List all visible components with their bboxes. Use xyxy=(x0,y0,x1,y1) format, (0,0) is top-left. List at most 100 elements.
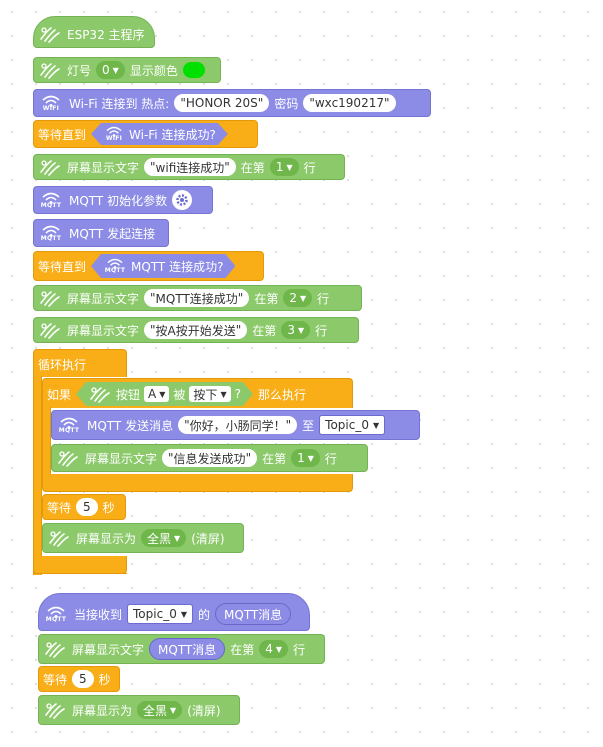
topic-value: Topic_0 xyxy=(325,418,369,432)
loop-left-arm xyxy=(33,376,42,575)
mqtt-message-input[interactable]: " 你好，小肠同学！ " xyxy=(178,416,298,434)
wait-seconds-input[interactable]: 5 xyxy=(72,670,94,688)
row-dropdown[interactable]: 4▼ xyxy=(259,640,289,658)
screen-text-block[interactable]: 屏幕显示文字 MQTT消息 在第 4▼ 行 xyxy=(38,634,325,664)
to-label: 至 xyxy=(302,418,315,433)
mqtt-icon: MQTT xyxy=(38,221,64,245)
wait-label: 等待 xyxy=(43,672,68,687)
screen-text-block[interactable]: 屏幕显示文字 " 信息发送成功 " 在第 1▼ 行 xyxy=(51,444,368,472)
screen-text-label: 屏幕显示文字 xyxy=(72,642,145,657)
mqtt-message-variable[interactable]: MQTT消息 xyxy=(215,603,292,625)
screen-color-dropdown[interactable]: 全黑▼ xyxy=(141,529,187,547)
screen-clear-block[interactable]: 屏幕显示为 全黑▼ (清屏) xyxy=(42,523,244,553)
mqtt-send-block[interactable]: MQTT MQTT 发送消息 " 你好，小肠同学！ " 至 Topic_0 ▼ xyxy=(51,410,420,440)
mqtt-icon-label: MQTT xyxy=(58,426,80,434)
button-pressed-condition[interactable]: 按钮 A▼ 被 按下▼ ? xyxy=(76,382,253,406)
screen-color-dropdown[interactable]: 全黑▼ xyxy=(137,701,183,719)
hand-icon xyxy=(38,288,62,308)
wifi-password-label: 密码 xyxy=(274,96,299,111)
wait-seconds-block[interactable]: 等待 5 秒 xyxy=(38,666,120,692)
question-mark-label: ? xyxy=(234,387,241,401)
screen-text-input[interactable]: " 按A按开始发送 " xyxy=(144,321,248,339)
mqtt-icon-label: MQTT xyxy=(40,234,62,242)
wait-until-wifi-block[interactable]: 等待直到 WIFI Wi-Fi 连接成功? xyxy=(33,120,258,148)
led-color-swatch[interactable] xyxy=(182,62,205,78)
screen-text-block[interactable]: 屏幕显示文字 " wifi连接成功 " 在第 1▼ 行 xyxy=(33,154,345,180)
hand-icon xyxy=(38,60,62,80)
wait-seconds-input[interactable]: 5 xyxy=(76,498,98,516)
mqtt-message-variable-label: MQTT消息 xyxy=(158,642,217,657)
screen-clear-block[interactable]: 屏幕显示为 全黑▼ (清屏) xyxy=(38,695,240,725)
wifi-connect-block[interactable]: WIFI Wi-Fi 连接到 热点: " HONOR 20S " 密码 " wx… xyxy=(33,89,431,117)
action-dropdown[interactable]: 按下▼ xyxy=(189,386,230,402)
receive-label: 当接收到 xyxy=(74,607,123,622)
mqtt-send-label: MQTT 发送消息 xyxy=(87,418,174,433)
led-label: 灯号 xyxy=(67,63,92,78)
wifi-connected-condition[interactable]: WIFI Wi-Fi 连接成功? xyxy=(91,123,228,145)
chevron-down-icon: ▼ xyxy=(373,420,380,430)
row-prefix-label: 在第 xyxy=(252,323,277,338)
chevron-down-icon: ▼ xyxy=(174,533,181,543)
mqtt-receive-hat-block[interactable]: MQTT 当接收到 Topic_0▼ 的 MQTT消息 xyxy=(38,593,310,631)
mqtt-message-variable[interactable]: MQTT消息 xyxy=(149,638,226,660)
mqtt-icon: MQTT xyxy=(103,254,127,278)
led-color-block[interactable]: 灯号 0▼ 显示颜色 xyxy=(33,57,221,83)
mqtt-icon: MQTT xyxy=(38,188,64,212)
wait-seconds-value: 5 xyxy=(83,500,91,514)
screen-color-value: 全黑 xyxy=(143,703,168,718)
chevron-down-icon: ▼ xyxy=(275,644,283,654)
main-program-hat-block[interactable]: ESP32 主程序 xyxy=(33,16,155,48)
screen-text-value: MQTT连接成功 xyxy=(155,291,238,306)
button-value: A xyxy=(148,387,157,401)
clear-suffix-label: (清屏) xyxy=(187,703,221,718)
wait-until-mqtt-block[interactable]: 等待直到 MQTT MQTT 连接成功? xyxy=(33,251,264,281)
mqtt-icon-label: MQTT xyxy=(40,201,62,209)
receive-topic-dropdown[interactable]: Topic_0▼ xyxy=(127,604,193,624)
row-prefix-label: 在第 xyxy=(230,642,255,657)
if-label: 如果 xyxy=(47,387,72,402)
button-dropdown[interactable]: A▼ xyxy=(144,386,169,402)
loop-block[interactable]: 循环执行 xyxy=(33,349,127,377)
topic-dropdown[interactable]: Topic_0 ▼ xyxy=(319,415,386,435)
wifi-password-input[interactable]: " wxc190217 " xyxy=(303,94,396,112)
row-dropdown[interactable]: 3▼ xyxy=(281,321,311,339)
screen-text-block[interactable]: 屏幕显示文字 " 按A按开始发送 " 在第 3▼ 行 xyxy=(33,317,359,343)
show-color-label: 显示颜色 xyxy=(129,63,178,78)
row-value: 3 xyxy=(287,323,295,337)
chevron-down-icon: ▼ xyxy=(286,162,293,172)
mqtt-connect-block[interactable]: MQTT MQTT 发起连接 xyxy=(33,219,169,247)
mqtt-init-block[interactable]: MQTT MQTT 初始化参数 xyxy=(33,186,213,214)
row-dropdown[interactable]: 1▼ xyxy=(291,449,320,467)
led-number-dropdown[interactable]: 0▼ xyxy=(96,61,125,79)
wifi-label: Wi-Fi 连接到 热点: xyxy=(69,96,170,111)
led-number-value: 0 xyxy=(102,63,110,77)
action-value: 按下 xyxy=(193,387,218,402)
mqtt-init-label: MQTT 初始化参数 xyxy=(69,193,168,208)
chevron-down-icon: ▼ xyxy=(297,325,305,335)
screen-text-input[interactable]: " wifi连接成功 " xyxy=(144,158,236,176)
row-dropdown[interactable]: 1▼ xyxy=(269,158,299,176)
wait-seconds-block[interactable]: 等待 5 秒 xyxy=(42,494,126,520)
mqtt-connected-condition[interactable]: MQTT MQTT 连接成功? xyxy=(91,254,235,278)
row-dropdown[interactable]: 2▼ xyxy=(283,289,313,307)
screen-text-input[interactable]: " MQTT连接成功 " xyxy=(144,289,250,307)
gear-icon[interactable] xyxy=(172,190,193,210)
screen-color-value: 全黑 xyxy=(147,531,172,546)
screen-text-label: 屏幕显示文字 xyxy=(85,451,158,466)
chevron-down-icon: ▼ xyxy=(220,389,227,399)
row-suffix-label: 行 xyxy=(317,291,330,306)
screen-text-block[interactable]: 屏幕显示文字 " MQTT连接成功 " 在第 2▼ 行 xyxy=(33,285,362,311)
loop-bottom-cap xyxy=(33,556,127,574)
wifi-ssid-input[interactable]: " HONOR 20S " xyxy=(174,94,270,112)
button-label: 按钮 xyxy=(116,387,141,402)
hand-icon xyxy=(56,448,80,468)
screen-text-input[interactable]: " 信息发送成功 " xyxy=(162,449,258,467)
screen-text-label: 屏幕显示文字 xyxy=(67,291,140,306)
wifi-icon: WIFI xyxy=(38,91,64,115)
wifi-ssid-value: HONOR 20S xyxy=(185,96,258,110)
mqtt-icon-label: MQTT xyxy=(104,267,126,274)
of-label: 的 xyxy=(198,607,211,622)
mqtt-icon: MQTT xyxy=(56,413,82,437)
if-block[interactable]: 如果 按钮 A▼ 被 按下▼ ? 那么执行 xyxy=(42,378,353,408)
main-program-label: ESP32 主程序 xyxy=(67,27,145,42)
